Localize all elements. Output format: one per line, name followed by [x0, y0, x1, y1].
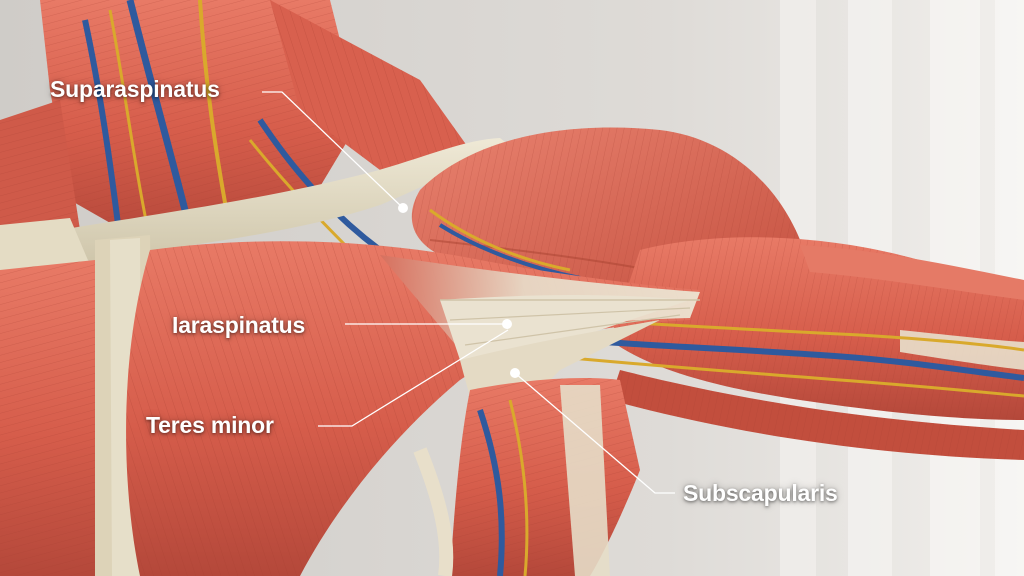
- infraspinatus-marker-dot: [502, 319, 512, 329]
- teres-minor-leader-line: [318, 329, 509, 427]
- subscapularis-leader-line: [514, 372, 675, 494]
- label-infraspinatus: Iaraspinatus: [172, 312, 306, 338]
- supraspinatus-leader-line: [262, 91, 404, 209]
- supraspinatus-marker-dot: [398, 203, 408, 213]
- leader-lines: [262, 91, 675, 494]
- label-subscapularis: Subscapularis: [683, 480, 838, 506]
- subscapularis-marker-dot: [510, 368, 520, 378]
- lower-muscles: [0, 260, 640, 576]
- label-supraspinatus: Suparaspinatus: [50, 76, 220, 102]
- leader-dots: [398, 203, 520, 378]
- label-teres-minor: Teres minor: [146, 412, 274, 438]
